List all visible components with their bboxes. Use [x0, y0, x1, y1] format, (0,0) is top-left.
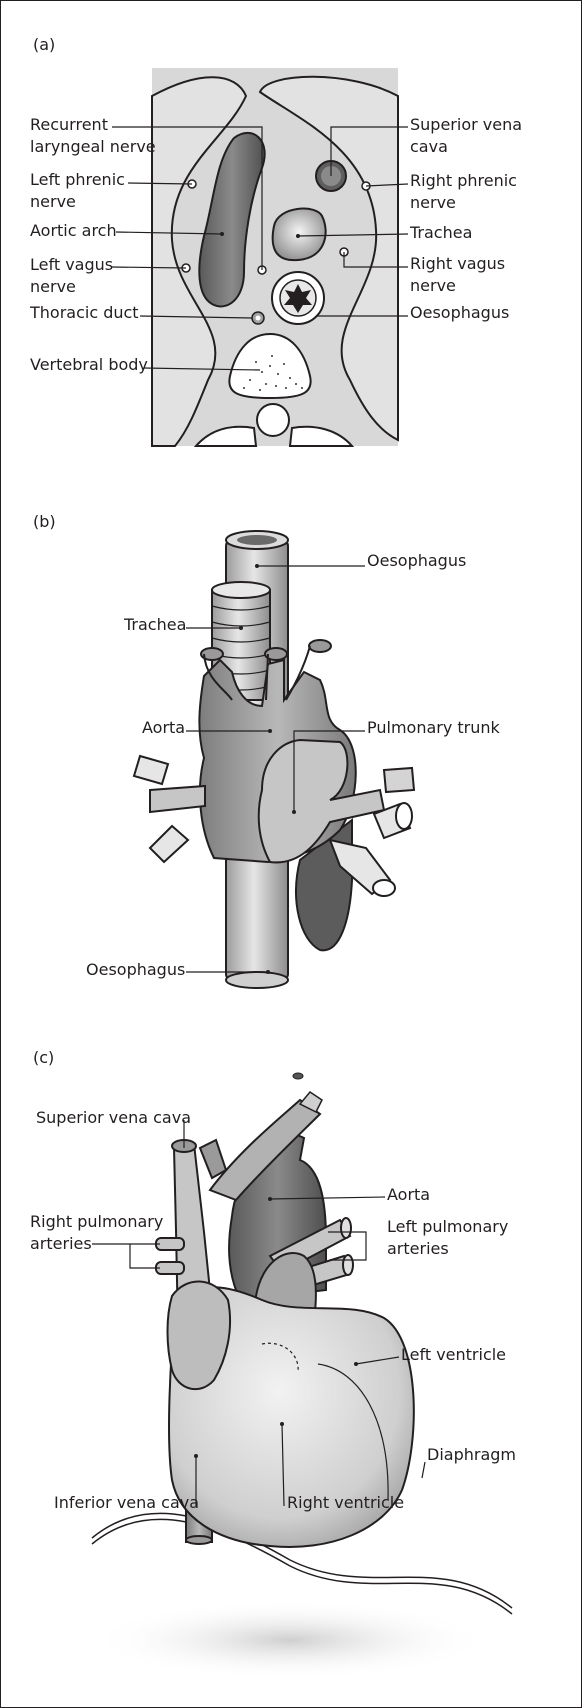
- panel-a-tag: (a): [33, 35, 55, 54]
- label-recurrent-laryngeal-2: laryngeal nerve: [30, 137, 156, 156]
- label-superior-vena-cava-c: Superior vena cava: [36, 1108, 191, 1127]
- label-left-vagus-2: nerve: [30, 277, 76, 296]
- label-left-pulmonary-2: arteries: [387, 1239, 449, 1258]
- label-right-pulmonary-2: arteries: [30, 1234, 92, 1253]
- label-aorta-b: Aorta: [142, 718, 185, 737]
- label-aortic-arch: Aortic arch: [30, 221, 117, 240]
- label-right-phrenic-2: nerve: [410, 193, 456, 212]
- label-diaphragm: Diaphragm: [427, 1445, 516, 1464]
- label-aorta-c: Aorta: [387, 1185, 430, 1204]
- label-right-ventricle: Right ventricle: [287, 1493, 404, 1512]
- label-left-pulmonary-1: Left pulmonary: [387, 1217, 508, 1236]
- label-vertebral-body: Vertebral body: [30, 355, 148, 374]
- leader-right-pulmonary: [92, 1244, 160, 1268]
- label-right-vagus-2: nerve: [410, 276, 456, 295]
- heart-illustration: [90, 1073, 512, 1680]
- label-superior-vena-cava-2: cava: [410, 137, 448, 156]
- panel-b: (b): [33, 512, 501, 988]
- label-left-ventricle: Left ventricle: [401, 1345, 506, 1364]
- cross-section-illustration: [152, 68, 398, 446]
- label-pulmonary-trunk: Pulmonary trunk: [367, 718, 501, 737]
- label-recurrent-laryngeal-1: Recurrent: [30, 115, 108, 134]
- label-right-vagus-1: Right vagus: [410, 254, 505, 273]
- panel-c-tag: (c): [33, 1048, 54, 1067]
- label-oesophagus-b-top: Oesophagus: [367, 551, 466, 570]
- label-left-phrenic-2: nerve: [30, 192, 76, 211]
- label-trachea-a: Trachea: [409, 223, 472, 242]
- panel-b-tag: (b): [33, 512, 56, 531]
- mediastinum-illustration: [134, 531, 414, 988]
- label-oesophagus-b-bottom: Oesophagus: [86, 960, 185, 979]
- label-right-pulmonary-1: Right pulmonary: [30, 1212, 163, 1231]
- label-thoracic-duct: Thoracic duct: [29, 303, 139, 322]
- label-right-phrenic-1: Right phrenic: [410, 171, 517, 190]
- label-inferior-vena-cava: Inferior vena cava: [54, 1493, 199, 1512]
- label-trachea-b: Trachea: [123, 615, 186, 634]
- label-left-vagus-1: Left vagus: [30, 255, 113, 274]
- label-left-phrenic-1: Left phrenic: [30, 170, 125, 189]
- panel-c: (c): [30, 1048, 516, 1680]
- label-superior-vena-cava-1: Superior vena: [410, 115, 522, 134]
- leader-diaphragm: [422, 1462, 425, 1478]
- panel-a: (a): [29, 35, 522, 446]
- label-oesophagus-a: Oesophagus: [410, 303, 509, 322]
